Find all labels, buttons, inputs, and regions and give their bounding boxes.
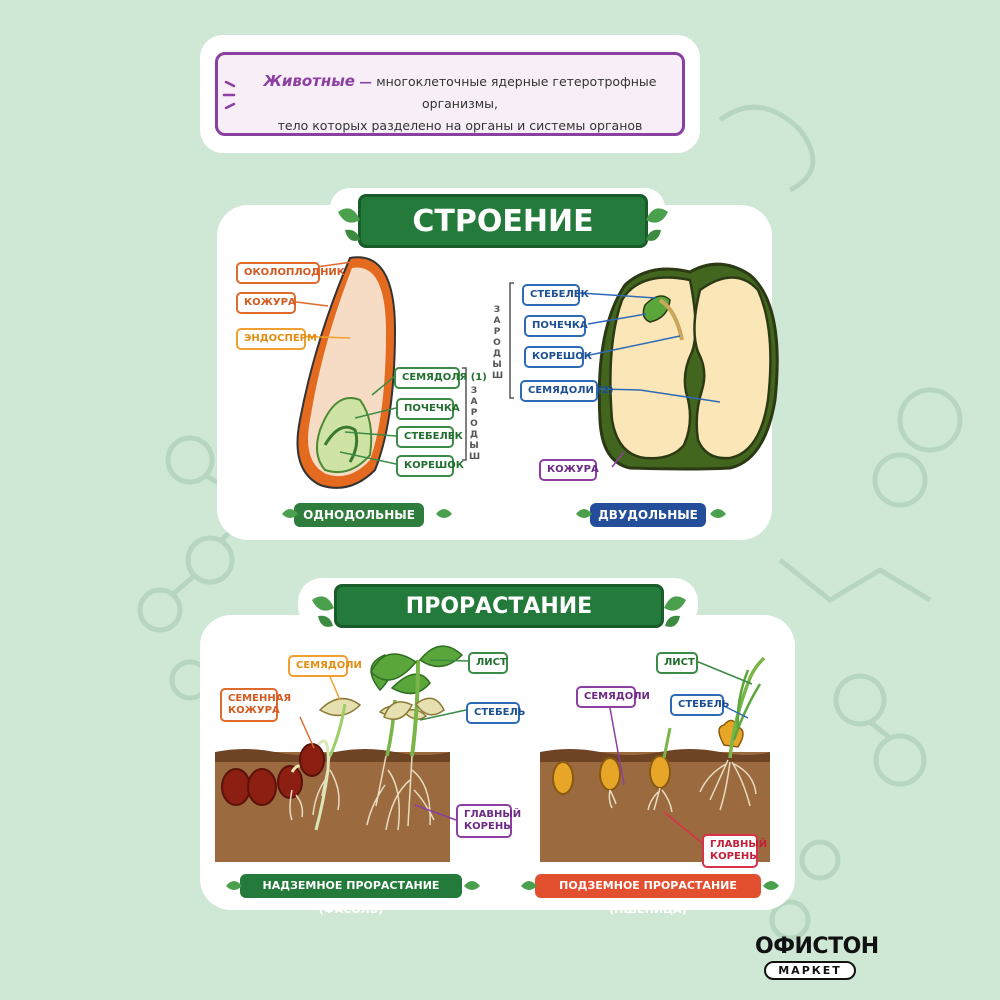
definition-line1: многоклеточные ядерные гетеротрофные орг… (376, 74, 657, 111)
label-stem-epigeal: СТЕБЕЛЬ (466, 702, 525, 724)
label-bud-mono: ПОЧЕЧКА (396, 398, 460, 420)
label-cotyledons-hypogeal: СЕМЯДОЛИ (576, 686, 650, 708)
label-leaf-hypogeal: ЛИСТ (656, 652, 698, 674)
label-leaf-epigeal: ЛИСТ (468, 652, 508, 674)
label-mainroot-epigeal: ГЛАВНЫЙ КОРЕНЬ (456, 804, 521, 838)
label-root-mono: КОРЕШОК (396, 455, 464, 477)
definition-line2: тело которых разделено на органы и систе… (277, 118, 643, 133)
seeds-title: СТРОЕНИЕ СЕМЯН (358, 194, 648, 289)
brand-logo: ОФИСТОН МАРКЕТ (755, 934, 879, 980)
label-bud-di: ПОЧЕЧКА (524, 315, 588, 337)
caption-hypogeal: ПОДЗЕМНОЕ ПРОРАСТАНИЕ (ПШЕНИЦА) (535, 874, 761, 916)
caption-monocots: ОДНОДОЛЬНЫЕ (294, 503, 424, 527)
definition-term: Животные (263, 72, 355, 90)
label-stem-hypogeal: СТЕБЕЛЬ (670, 694, 729, 716)
definition-box (215, 52, 685, 136)
brand-name: ОФИСТОН (755, 934, 879, 959)
label-seedcoat-epigeal: СЕМЕННАЯ КОЖУРА (220, 688, 291, 722)
label-stem-di: СТЕБЕЛЕК (522, 284, 589, 306)
label-cotyledons-di: СЕМЯДОЛИ (2) (520, 380, 613, 402)
caption-epigeal: НАДЗЕМНОЕ ПРОРАСТАНИЕ (ФАСОЛЬ) (240, 874, 462, 916)
brand-sub: МАРКЕТ (764, 961, 856, 980)
label-pericarp: ОКОЛОПЛОДНИК (236, 262, 345, 284)
label-coat-mono: КОЖУРА (236, 292, 296, 314)
label-cotyledon-mono: СЕМЯДОЛЯ (1) (394, 367, 487, 389)
germination-title: ПРОРАСТАНИЕ РАСТЕНИЙ (334, 584, 664, 659)
label-cotyledons-epigeal: СЕМЯДОЛИ (288, 655, 362, 677)
definition-dash: — (354, 74, 377, 89)
embryo-group-mono: ЗАРОДЫШ (469, 386, 481, 462)
label-endosperm: ЭНДОСПЕРМ (236, 328, 317, 350)
embryo-group-di: ЗАРОДЫШ (492, 305, 504, 381)
label-root-di: КОРЕШОК (524, 346, 592, 368)
label-mainroot-hypogeal: ГЛАВНЫЙ КОРЕНЬ (702, 834, 767, 868)
label-coat-di: КОЖУРА (539, 459, 599, 481)
caption-dicots: ДВУДОЛЬНЫЕ (590, 503, 706, 527)
definition-text: Животные — многоклеточные ядерные гетеро… (245, 70, 675, 137)
label-stem-mono: СТЕБЕЛЕК (396, 426, 463, 448)
